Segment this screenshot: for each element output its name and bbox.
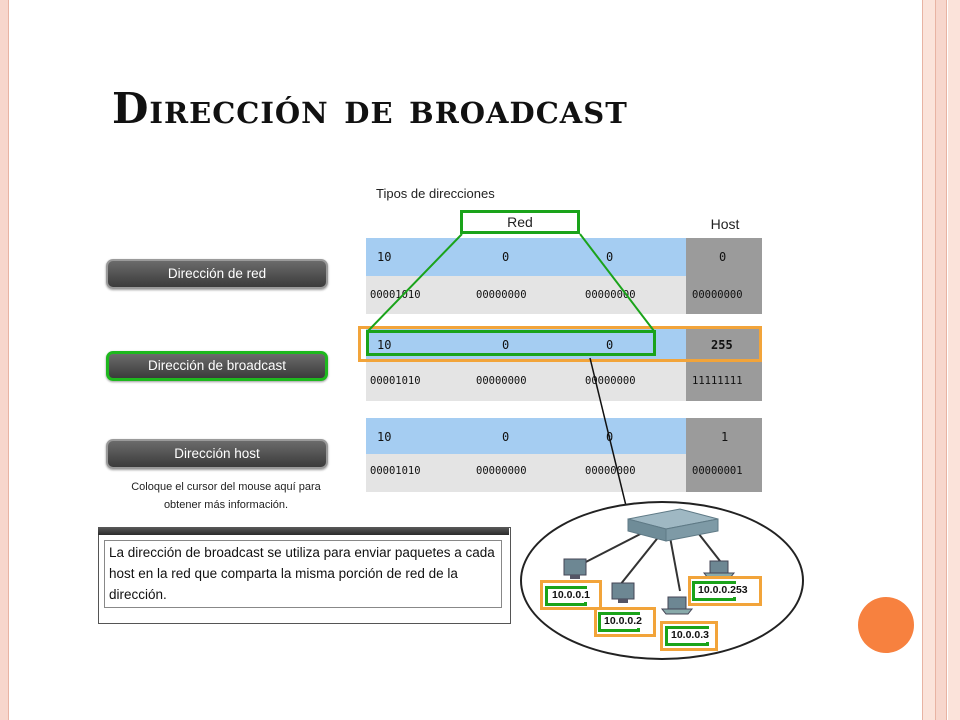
slide-right-border (948, 0, 960, 720)
host-address-button[interactable]: Dirección host (106, 439, 328, 469)
host-address-highlight (688, 576, 762, 606)
binary-cell: 00000000 (585, 375, 636, 387)
binary-cell: 00000000 (692, 289, 743, 301)
diagram-caption: Tipos de direcciones (376, 186, 495, 201)
hover-hint: Coloque el cursor del mouse aquí para ob… (131, 481, 321, 511)
slide-left-border (0, 0, 9, 720)
octet-cell: 0 (502, 338, 510, 352)
broadcast-row-highlight (358, 326, 762, 362)
address-row-decimal (366, 238, 686, 276)
host-header: Host (710, 216, 740, 232)
octet-cell: 1 (721, 430, 729, 444)
broadcast-address-button[interactable]: Dirección de broadcast (106, 351, 328, 381)
host-ip-label: 10.0.0.2 (602, 615, 644, 628)
binary-cell: 00000000 (585, 289, 636, 301)
address-row-binary (366, 276, 686, 314)
host-address-highlight (660, 621, 718, 651)
octet-cell: 10 (377, 250, 392, 264)
slide-title: Dirección de broadcast (112, 84, 628, 133)
network-header: Red (460, 210, 580, 234)
octet-cell: 255 (711, 338, 733, 352)
binary-cell: 00001010 (370, 289, 421, 301)
binary-cell: 11111111 (692, 375, 743, 387)
address-row-decimal (366, 418, 686, 454)
octet-cell: 0 (606, 250, 614, 264)
slide-right-border (936, 0, 947, 720)
address-row-binary (366, 361, 686, 401)
octet-cell: 0 (719, 250, 727, 264)
slide-right-border (922, 0, 936, 720)
binary-cell: 00000000 (476, 465, 527, 477)
host-column-cell (686, 418, 762, 492)
switch-icon (627, 508, 719, 542)
binary-cell: 00001010 (370, 465, 421, 477)
decorative-circle (858, 597, 914, 653)
network-portion-highlight (366, 330, 656, 356)
address-row-binary (366, 454, 686, 492)
laptop-icon (660, 596, 694, 615)
host-address-highlight (594, 607, 656, 637)
octet-cell: 0 (606, 338, 614, 352)
binary-cell: 00000000 (585, 465, 636, 477)
binary-cell: 00000000 (476, 289, 527, 301)
info-text: La dirección de broadcast se utiliza par… (104, 540, 502, 608)
octet-cell: 10 (377, 338, 392, 352)
host-ip-label: 10.0.0.253 (696, 584, 750, 597)
octet-cell: 0 (502, 430, 510, 444)
host-ip-label: 10.0.0.1 (550, 589, 592, 602)
octet-cell: 0 (502, 250, 510, 264)
network-address-button[interactable]: Dirección de red (106, 259, 328, 289)
binary-cell: 00000001 (692, 465, 743, 477)
binary-cell: 00001010 (370, 375, 421, 387)
host-address-highlight (540, 580, 602, 610)
octet-cell: 10 (377, 430, 392, 444)
info-panel-titlebar (98, 527, 509, 535)
host-column-cell (686, 238, 762, 314)
host-column-cell (686, 329, 762, 401)
host-ip-label: 10.0.0.3 (669, 629, 711, 642)
binary-cell: 00000000 (476, 375, 527, 387)
computer-icon (611, 582, 635, 603)
computer-icon (563, 558, 587, 579)
